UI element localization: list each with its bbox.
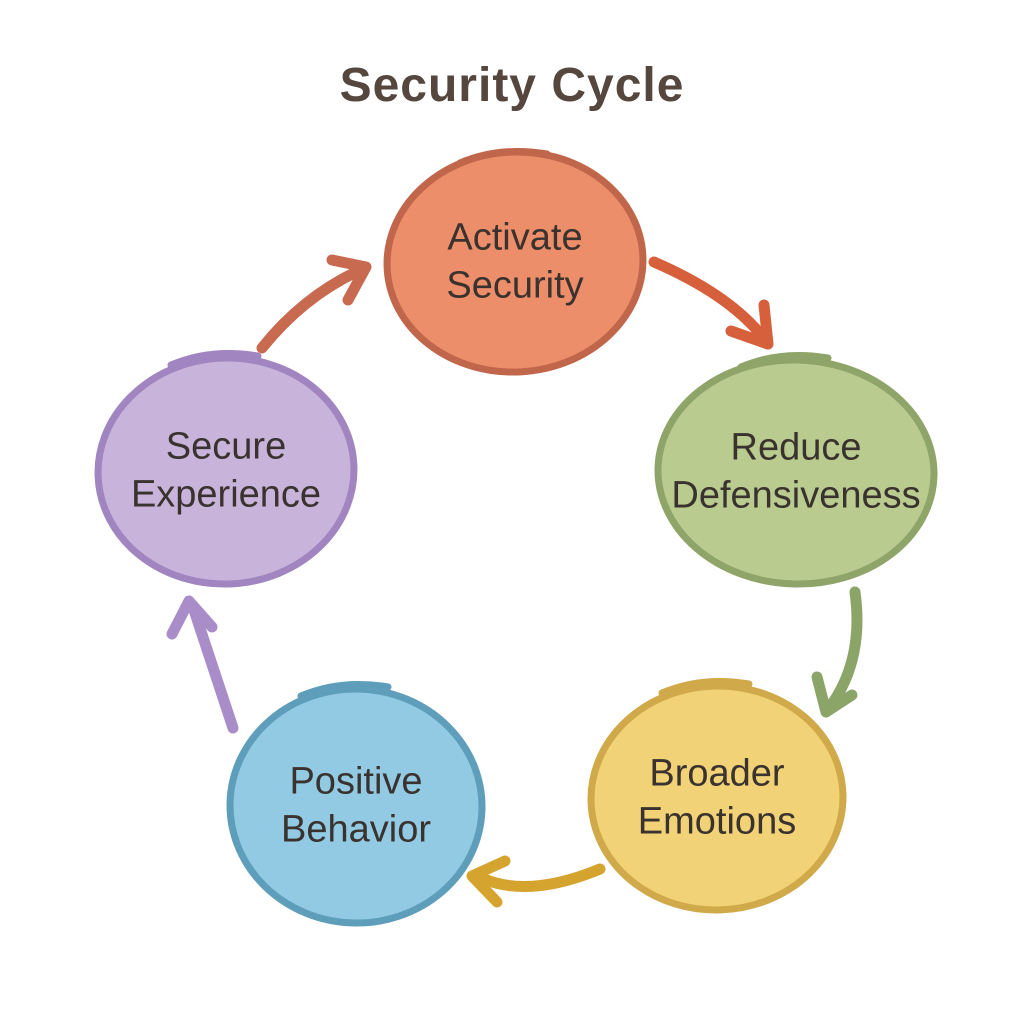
node-label-line: Broader xyxy=(649,752,785,795)
arrowhead-down-right-icon xyxy=(725,299,774,350)
broader-emotions-pen-overlap xyxy=(658,677,753,697)
positive-behavior-pen-overlap xyxy=(297,680,392,700)
node-circle-secure-experience xyxy=(94,349,358,588)
arrow-shaft xyxy=(256,266,362,354)
arrow-shaft xyxy=(478,863,606,892)
broader-emotions-shape xyxy=(587,682,847,914)
positive-behavior-shape xyxy=(226,685,486,927)
arrow-shaft xyxy=(648,256,768,342)
node-label-positive-behavior: Positive Behavior xyxy=(281,759,431,854)
arrowhead-up-right-icon xyxy=(326,254,372,306)
node-label-line: Positive xyxy=(289,760,423,803)
arrow-broader-to-positive xyxy=(466,855,606,908)
arrow-reduce-to-broader xyxy=(811,586,863,718)
node-label-secure-experience: Secure Experience xyxy=(131,424,321,519)
secure-experience-shape xyxy=(94,354,358,588)
node-label-line: Defensiveness xyxy=(671,474,921,516)
arrowhead-down-left-icon xyxy=(811,671,858,718)
diagram-title: Security Cycle xyxy=(339,59,685,112)
node-label-line: Behavior xyxy=(281,808,431,850)
node-label-line: Security xyxy=(446,264,584,306)
arrow-secure-to-activate xyxy=(256,254,372,354)
node-label-line: Experience xyxy=(130,473,322,515)
node-label-line: Reduce xyxy=(730,426,862,469)
node-circle-activate-security xyxy=(383,147,647,376)
arrowhead-left-icon xyxy=(466,855,511,908)
reduce-defensiveness-pen-overlap xyxy=(737,351,832,371)
arrow-shaft xyxy=(826,586,863,710)
node-label-line: Activate xyxy=(447,216,583,259)
node-label-line: Emotions xyxy=(637,800,797,842)
arrow-activate-to-reduce xyxy=(648,256,774,350)
node-label-reduce-defensiveness: Reduce Defensiveness xyxy=(671,425,920,520)
node-circle-reduce-defensiveness xyxy=(654,351,938,588)
arrow-positive-to-secure xyxy=(166,595,239,734)
node-label-line: Secure xyxy=(165,425,287,468)
node-label-activate-security: Activate Security xyxy=(446,215,583,310)
node-circle-broader-emotions xyxy=(587,677,847,914)
activate-security-pen-overlap xyxy=(456,147,551,167)
node-circle-positive-behavior xyxy=(226,680,486,927)
arrowhead-up-icon xyxy=(166,595,218,640)
node-label-broader-emotions: Broader Emotions xyxy=(638,751,796,846)
secure-experience-pen-overlap xyxy=(167,349,262,369)
reduce-defensiveness-shape xyxy=(654,356,938,588)
arrow-shaft xyxy=(188,604,239,734)
